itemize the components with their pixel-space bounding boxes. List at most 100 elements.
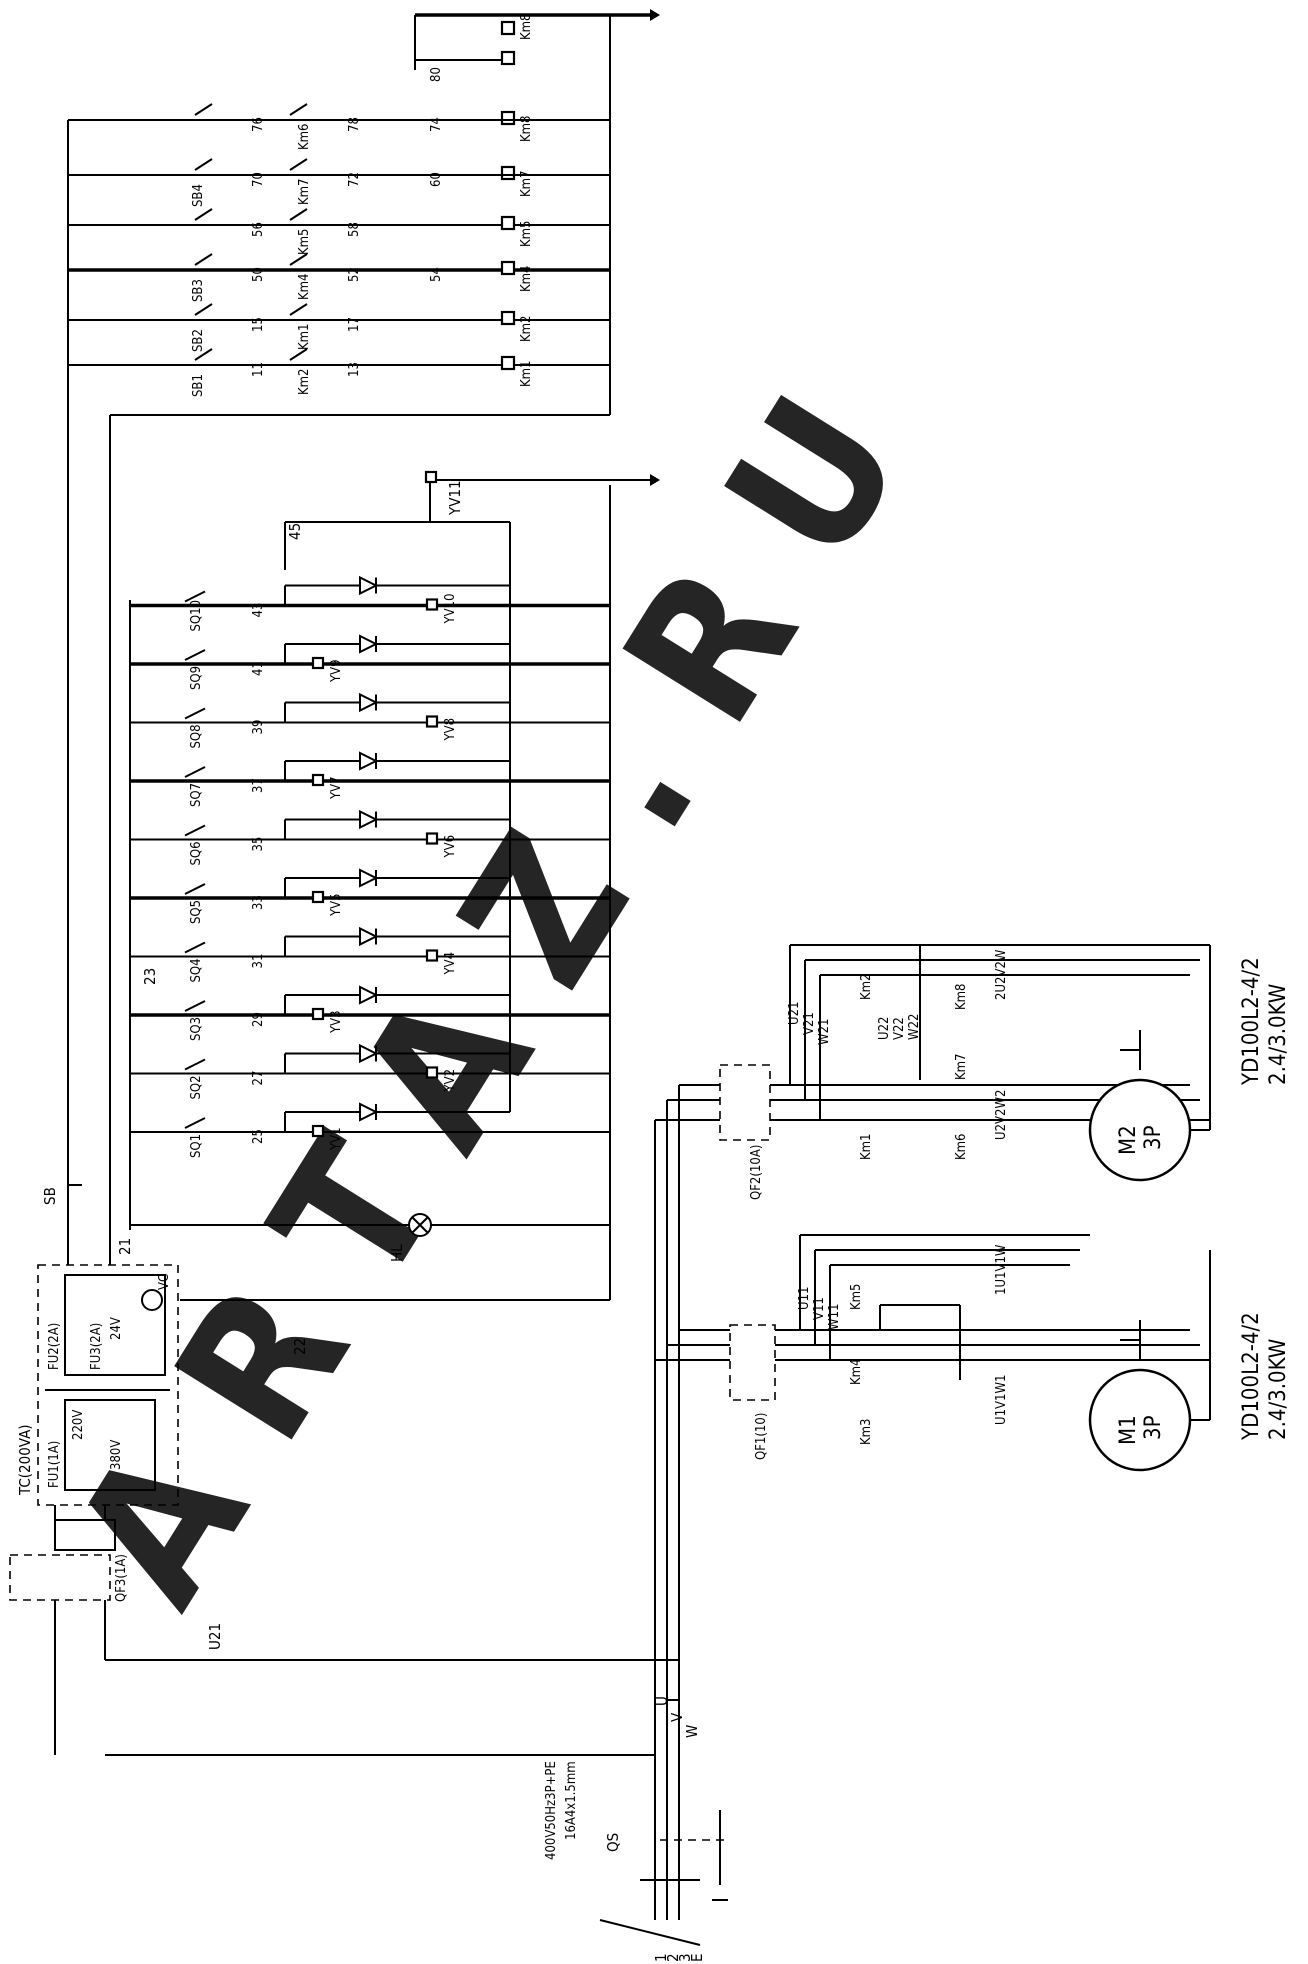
yv-label-4: YV4 — [443, 952, 458, 976]
diode-4 — [359, 926, 379, 947]
km-coil-6 — [500, 110, 516, 126]
diode-1 — [359, 1102, 379, 1122]
m1-model: YD100L2-4/2 — [1239, 1312, 1264, 1441]
km-coil-label-2: Km2 — [519, 315, 534, 342]
sq-wire-3: 29 — [251, 1012, 266, 1027]
km-coil-5 — [500, 165, 516, 181]
yv-coil-9 — [311, 656, 325, 670]
yv-coil-6 — [425, 832, 439, 845]
yv-label-6: YV6 — [443, 835, 458, 859]
m1-windings: 1U1V1W — [994, 1244, 1009, 1295]
sq-label-10: SQ10 — [189, 600, 204, 632]
sq-wire-6: 35 — [251, 837, 266, 852]
km-interlock-label-5: Km7 — [297, 178, 312, 205]
yv11-rung — [284, 470, 660, 570]
m1-terminals: U1V1W1 — [994, 1375, 1009, 1425]
breaker-qf3 — [9, 1505, 116, 1755]
sq-contact-10 — [184, 590, 206, 603]
km-wire-extra-4: 80 — [429, 67, 444, 82]
supply-label-2: 16A4x1.5mm — [564, 1761, 579, 1840]
m2-windings: 2U2V2W — [994, 949, 1009, 1000]
sq-wire-7: 37 — [251, 778, 266, 793]
m1-id: M1 — [1116, 1415, 1141, 1445]
fuse-fu1: FU1(1A) — [47, 1441, 62, 1488]
km-coil-top-2 — [500, 20, 516, 36]
diode-8 — [359, 692, 379, 713]
yv-label-8: YV8 — [443, 718, 458, 742]
km-coil-label-3: Km4 — [519, 265, 534, 292]
wire-22: 22 — [291, 1338, 309, 1355]
m1-wire-w11: W11 — [827, 1304, 842, 1330]
m2-wire-u21: U21 — [787, 1002, 802, 1025]
sq-label-8: SQ8 — [189, 724, 204, 748]
km-button-contact-6 — [194, 103, 213, 116]
yv-label-1: YV1 — [329, 1127, 344, 1151]
lamp-hl — [408, 1213, 432, 1237]
bus-u-label: U — [653, 1696, 671, 1706]
rectifier-vc: VC — [157, 1274, 172, 1290]
m2-id: M2 — [1116, 1125, 1141, 1155]
km-wire-bottom-1: 13 — [347, 362, 362, 377]
yv-label-2: YV2 — [443, 1069, 458, 1093]
motor-m1-circuit — [729, 1234, 1211, 1472]
main-switch-qs — [640, 1810, 730, 1901]
supply-cable — [599, 1919, 701, 1946]
yv-coil-8 — [425, 715, 439, 728]
m2-km6: Km6 — [954, 1133, 969, 1160]
control-rails — [67, 120, 611, 1301]
yv-coil-10 — [425, 598, 439, 611]
terminal-e: E — [688, 1953, 706, 1962]
km-coil-label-5: Km7 — [519, 170, 534, 197]
sq-wire-8: 39 — [251, 720, 266, 735]
km-button-contact-2 — [194, 303, 213, 316]
sq-wire-2: 27 — [251, 1071, 266, 1086]
wire-45: 45 — [286, 523, 304, 540]
sb-label: SB — [41, 1187, 59, 1205]
diode-9 — [359, 634, 379, 654]
m2-model: YD100L2-4/2 — [1239, 957, 1264, 1086]
km-wire-top-3: 50 — [251, 267, 266, 282]
yv-coil-3 — [311, 1007, 325, 1021]
km-wire-top-5: 70 — [251, 172, 266, 187]
km-wire-top-1: 11 — [251, 362, 266, 377]
transformer-label: TC(200VA) — [16, 1424, 34, 1496]
qf1-label: QF1(10) — [754, 1413, 769, 1460]
motor-m2-circuit — [719, 944, 1211, 1182]
control-transformer — [37, 1264, 179, 1506]
km-button-contact-4 — [194, 208, 213, 221]
diode-7 — [359, 751, 379, 771]
sq-contact-4 — [184, 941, 206, 954]
km-button-label-5: SB4 — [191, 184, 206, 207]
sq-label-2: SQ2 — [189, 1075, 204, 1099]
km-coil-1 — [500, 355, 516, 371]
sq-label-7: SQ7 — [189, 783, 204, 807]
qs-label: QS — [604, 1833, 622, 1852]
km-wire-extra-1: 54 — [429, 267, 444, 282]
sq-contact-3 — [184, 1000, 206, 1012]
wire-u21: U21 — [206, 1623, 224, 1650]
m1-phase: 3P — [1141, 1415, 1166, 1440]
yv-label-9: YV9 — [329, 659, 344, 683]
power-bus — [105, 1084, 730, 1920]
km-coil-2 — [500, 310, 516, 326]
m2-power: 2.4/3.0KW — [1266, 984, 1291, 1085]
km-button-label-2: SB2 — [191, 329, 206, 352]
diode-5 — [359, 868, 379, 888]
m2-wire-w22: W22 — [907, 1014, 922, 1040]
sq-wire-10: 43 — [251, 603, 266, 618]
terminal-2: 2 — [664, 1953, 682, 1962]
yv-label-7: YV7 — [329, 776, 344, 800]
yv-coil-4 — [425, 949, 439, 962]
diode-6 — [359, 809, 379, 830]
m2-km7: Km7 — [954, 1053, 969, 1080]
km-button-contact-3 — [194, 253, 213, 266]
yv-label-10: YV10 — [443, 593, 458, 624]
sq-contact-8 — [184, 707, 206, 720]
yv-coil-2 — [425, 1066, 439, 1079]
km-wire-top-2: 15 — [251, 317, 266, 332]
diode-10 — [359, 575, 379, 596]
yv-coil-5 — [311, 890, 325, 904]
sq-label-9: SQ9 — [189, 666, 204, 690]
fuse-fu3: FU3(2A) — [89, 1323, 104, 1370]
